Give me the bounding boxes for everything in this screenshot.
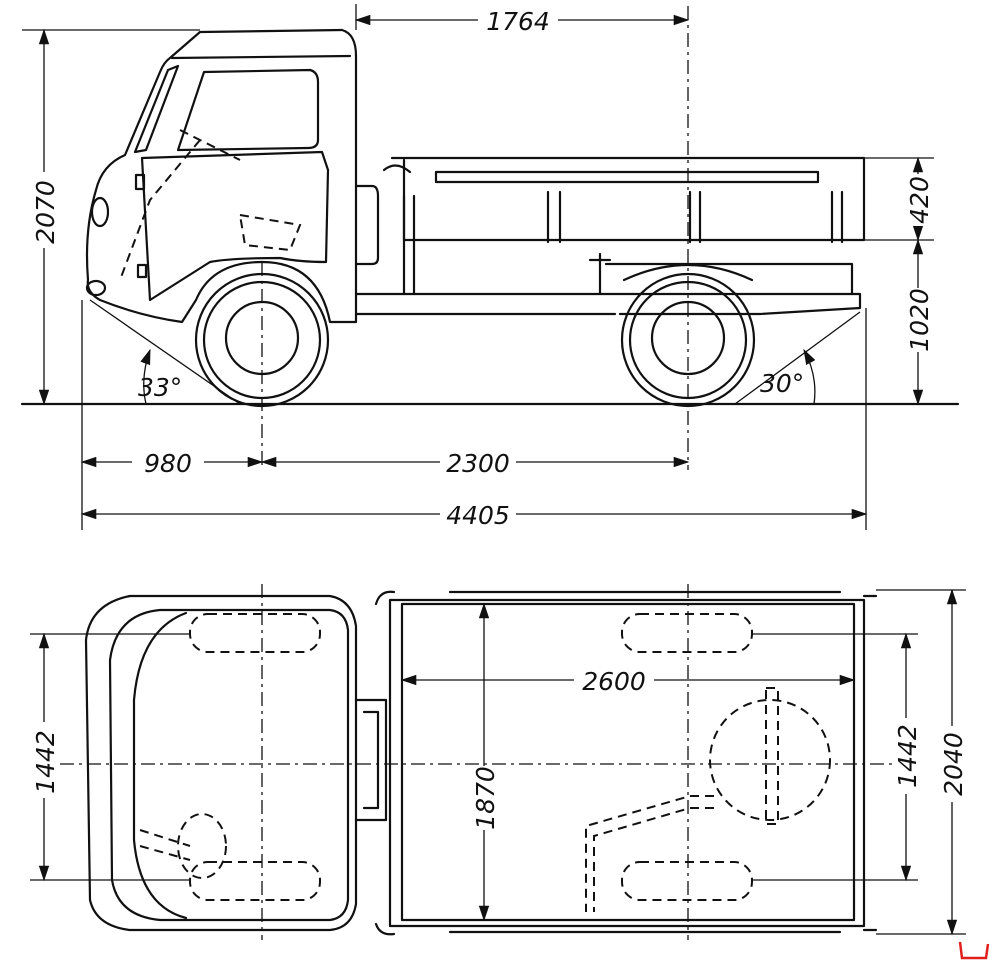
- body-hooks: [374, 590, 878, 936]
- dim-board-height: 420: [905, 176, 934, 224]
- cargo-body: [390, 156, 866, 242]
- top-view: 1442 2600 1870 1442 2040: [30, 584, 968, 940]
- spring-hanger: [588, 252, 612, 296]
- cargo-body-plan: [388, 598, 866, 928]
- bumper-end: [85, 279, 107, 297]
- dim-floor-height: 1020: [905, 288, 934, 352]
- rear-tyre-right: [621, 861, 753, 901]
- frame-link: [354, 698, 388, 822]
- cab-rear-tank: [354, 184, 380, 266]
- dim-inner-length: 2600: [582, 667, 646, 696]
- dim-inner-width: 1870: [471, 766, 500, 830]
- rear-tyre-left: [621, 613, 753, 653]
- hidden-interior: [119, 129, 302, 281]
- spare-wheel-bracket: [765, 687, 779, 825]
- departure-line: [734, 311, 861, 405]
- side-window: [176, 68, 320, 152]
- door-hinge: [136, 263, 148, 279]
- dim-front-track: 1442: [31, 730, 60, 794]
- dim-wheelbase: 2300: [446, 449, 510, 478]
- approach-line: [89, 299, 241, 405]
- chassis-frame: [354, 292, 862, 316]
- frame-link-inner: [362, 710, 380, 810]
- approach-arc: [140, 348, 151, 405]
- door-handle: [134, 173, 146, 191]
- spare-wheel: [709, 699, 831, 821]
- front-tyre-right: [189, 861, 321, 901]
- steering-wheel: [177, 813, 227, 879]
- cab-outline: [85, 28, 358, 324]
- departure-angle-label: 30°: [760, 369, 804, 398]
- body-stakes: [546, 190, 844, 244]
- body-support: [402, 194, 416, 296]
- dim-overall-height: 2070: [31, 180, 60, 244]
- dim-overall-width: 2040: [939, 732, 968, 796]
- dim-front-overhang: 980: [144, 449, 192, 478]
- roof-line: [170, 54, 352, 60]
- hook: [382, 164, 412, 174]
- dim-overall-length: 4405: [446, 501, 510, 530]
- side-rail: [434, 170, 820, 184]
- cab-plan: [84, 594, 358, 932]
- front-tyre-left: [189, 613, 321, 653]
- steering-column: [139, 829, 191, 861]
- departure-arc: [803, 348, 816, 405]
- side-view: 1764 2070 420 1020 33° 30° 980 2300 4405: [20, 4, 960, 530]
- corner-mark: [958, 941, 990, 960]
- dim-cargo-length: 1764: [486, 7, 550, 36]
- cab-front-contour: [132, 611, 188, 920]
- headlight: [90, 196, 110, 228]
- cab-door: [140, 150, 330, 302]
- windshield: [133, 64, 180, 154]
- body-side-rails: [448, 590, 842, 934]
- cargo-floor: [400, 602, 856, 922]
- dim-rear-track: 1442: [893, 724, 922, 788]
- cab-roof-plan: [108, 608, 350, 922]
- approach-angle-label: 33°: [138, 373, 182, 402]
- fuel-line: [585, 795, 714, 912]
